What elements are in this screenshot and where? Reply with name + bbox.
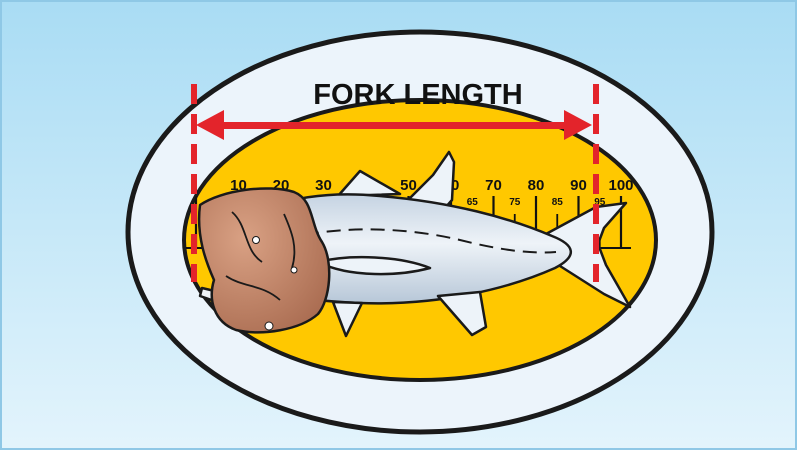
- bait-highlight: [291, 267, 297, 273]
- bait-highlight: [265, 322, 273, 330]
- scale-minor-label: 75: [509, 197, 521, 208]
- scale-major-label: 80: [528, 177, 545, 194]
- diagram-title: FORK LENGTH: [313, 79, 522, 111]
- scale-major-label: 50: [400, 177, 417, 194]
- bait-highlight: [253, 237, 260, 244]
- bait-chunk: [199, 188, 329, 332]
- scale-major-label: 70: [485, 177, 502, 194]
- bait-illustration: [199, 188, 329, 332]
- scale-major-label: 90: [570, 177, 587, 194]
- scale-minor-label: 65: [467, 197, 479, 208]
- scale-minor-label: 85: [552, 197, 564, 208]
- scale-major-label: 100: [608, 177, 633, 194]
- scale-major-label: 30: [315, 177, 332, 194]
